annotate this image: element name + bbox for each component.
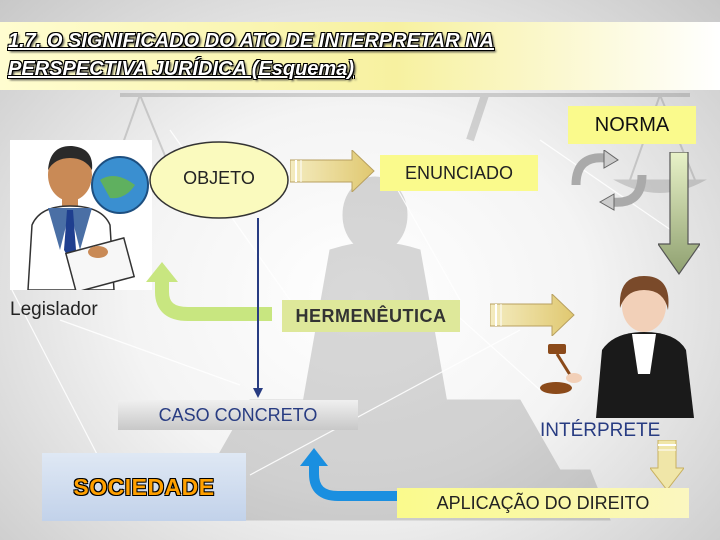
sociedade-label: SOCIEDADE [73, 473, 215, 500]
interpreter-illustration [540, 276, 694, 418]
norma-label: NORMA [594, 113, 670, 136]
title-bar [0, 22, 720, 90]
interprete-label: INTÉRPRETE [540, 420, 661, 441]
interprete-down-arrow [650, 440, 684, 491]
caso-concreto-box: CASO CONCRETO [118, 400, 358, 430]
objeto-to-caso-arrow [253, 218, 263, 398]
hermeneutica-label: HERMENÊUTICA [295, 305, 447, 326]
sociedade-box: SOCIEDADE [42, 453, 246, 521]
green-curved-arrow [146, 262, 272, 321]
objeto-label: OBJETO [183, 168, 255, 188]
objeto-ellipse [149, 141, 289, 219]
title-line-1: 1.7. O SIGNIFICADO DO ATO DE INTERPRETAR… [8, 30, 494, 52]
aplicacao-label: APLICAÇÃO DO DIREITO [436, 492, 650, 513]
enunciado-label: ENUNCIADO [404, 162, 513, 183]
aplicacao-box: APLICAÇÃO DO DIREITO [397, 488, 689, 518]
norma-down-arrow [658, 152, 700, 276]
arrow-to-enunciado [290, 150, 375, 192]
caso-concreto-label: CASO CONCRETO [158, 404, 318, 425]
circular-arrows-icon [571, 150, 647, 211]
enunciado-box: ENUNCIADO [380, 155, 538, 191]
norma-box: NORMA [568, 106, 696, 144]
legislator-illustration [10, 140, 152, 290]
hermeneutica-box: HERMENÊUTICA [282, 300, 460, 332]
title-line-2: PERSPECTIVA JURÍDICA (Esquema) [8, 58, 354, 80]
legislador-label: Legislador [10, 299, 98, 320]
blue-curved-arrow [300, 448, 400, 501]
arrow-to-interprete [490, 294, 575, 336]
